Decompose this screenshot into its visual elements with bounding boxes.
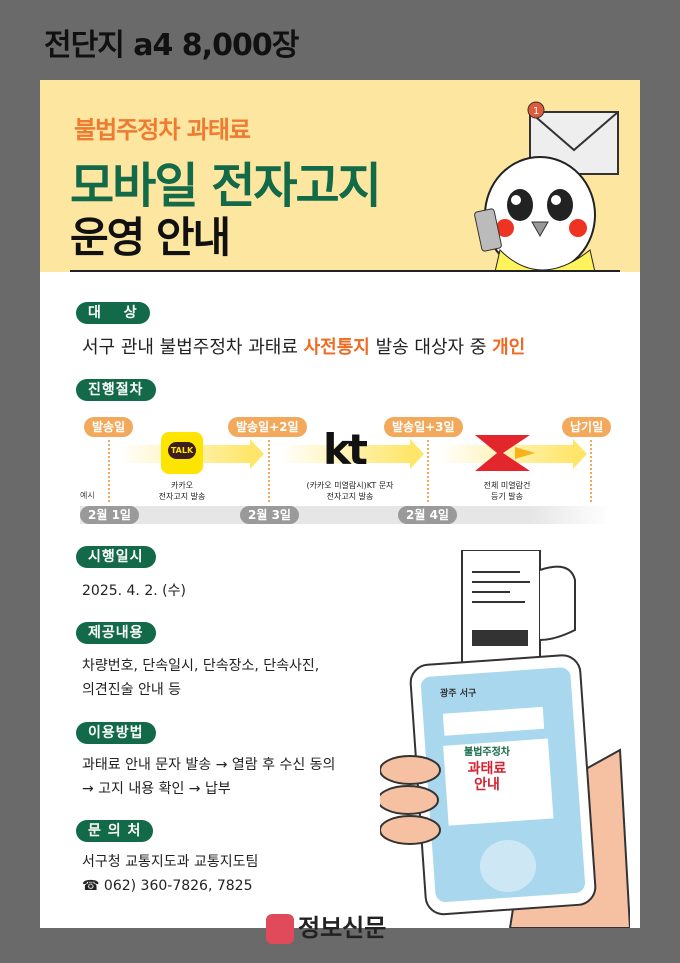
content-line: 의견진술 안내 등 <box>82 682 182 698</box>
example-date: 2월 1일 <box>80 506 139 524</box>
poster: 불법주정차 과태료 모바일 전자고지 운영 안내 1 대 상 서구 관내 불법주… <box>40 80 640 928</box>
notification-badge: 1 <box>533 106 539 117</box>
kakaotalk-icon: TALK <box>161 432 203 474</box>
phone-message-line: 과태료 <box>467 761 507 777</box>
stage-label: 발송일 <box>84 417 134 437</box>
example-date: 2월 3일 <box>240 506 299 524</box>
stage-label: 납기일 <box>562 417 612 437</box>
date-text: 2025. 4. 2. (수) <box>82 583 186 599</box>
timeline-arrow <box>280 439 424 469</box>
step-caption-line: (카카오 미열람시)KT 문자 <box>306 481 394 490</box>
step-caption-line: 카카오 <box>170 481 194 490</box>
target-highlight-2: 개인 <box>492 337 526 358</box>
stage-label: 발송일+2일 <box>228 417 307 437</box>
date-label: 시행일시 <box>76 546 156 568</box>
post-office-icon <box>475 435 535 471</box>
phone-icon: ☎ <box>82 878 100 894</box>
phone-hand-illustration <box>380 550 630 928</box>
logo-text: 정보신문 <box>298 914 387 942</box>
timeline-marker <box>590 440 592 502</box>
stage-label: 발송일+3일 <box>384 417 463 437</box>
target-text-2: 발송 대상자 중 <box>369 337 493 358</box>
contact-phone: ☎ 062) 360-7826, 7825 <box>82 874 252 898</box>
target-text-1: 서구 관내 불법주정차 과태료 <box>82 337 304 358</box>
newspaper-logo: 정보신문 <box>266 908 386 944</box>
header-title-2: 운영 안내 <box>70 213 231 262</box>
phone-message-line: 안내 <box>474 777 500 793</box>
header-title: 모바일 전자고지 <box>70 158 382 214</box>
logo-icon <box>266 914 294 944</box>
kakaotalk-icon-label: TALK <box>167 442 197 459</box>
target-highlight-1: 사전통지 <box>303 337 370 358</box>
contact-line: 서구청 교통지도과 교통지도팀 <box>82 854 259 870</box>
method-label: 이용방법 <box>76 722 156 744</box>
timeline-marker <box>427 440 429 502</box>
phone-number: 062) 360-7826, 7825 <box>103 878 253 894</box>
content-line: 차량번호, 단속일시, 단속장소, 단속사진, <box>82 658 320 674</box>
phone-brand: 광주 서구 <box>440 689 477 699</box>
timeline-arrow <box>438 439 587 469</box>
target-label: 대 상 <box>76 302 150 324</box>
method-line: 과태료 안내 문자 발송 → 열람 후 수신 동의 <box>82 757 336 773</box>
phone-message-line: 불법주정차 <box>464 747 510 758</box>
content-label: 제공내용 <box>76 622 156 644</box>
timeline-marker <box>108 440 110 502</box>
header-subtitle: 불법주정차 과태료 <box>74 116 251 144</box>
example-label: 예시 <box>80 491 95 500</box>
method-line: → 고지 내용 확인 → 납부 <box>82 781 231 797</box>
date-band <box>80 506 610 524</box>
contact-label: 문 의 처 <box>76 820 154 842</box>
top-title: 전단지 a4 8,000장 <box>44 28 299 63</box>
target-text: 서구 관내 불법주정차 과태료 사전통지 발송 대상자 중 개인 <box>82 336 525 360</box>
step-caption-line: 등기 발송 <box>491 492 523 501</box>
timeline-marker <box>268 440 270 502</box>
phone-message: 불법주정차 과태료 안내 <box>452 745 522 793</box>
step-caption-line: 전자고지 발송 <box>158 492 206 501</box>
process-label: 진행절차 <box>76 379 156 401</box>
step-caption-line: 전자고지 발송 <box>326 492 374 501</box>
header-divider <box>70 270 620 272</box>
kt-logo-icon: kt <box>323 425 368 474</box>
step-caption-line: 전체 미열람건 <box>483 481 531 490</box>
mascot-illustration: 1 <box>474 101 619 272</box>
example-date: 2월 4일 <box>398 506 457 524</box>
